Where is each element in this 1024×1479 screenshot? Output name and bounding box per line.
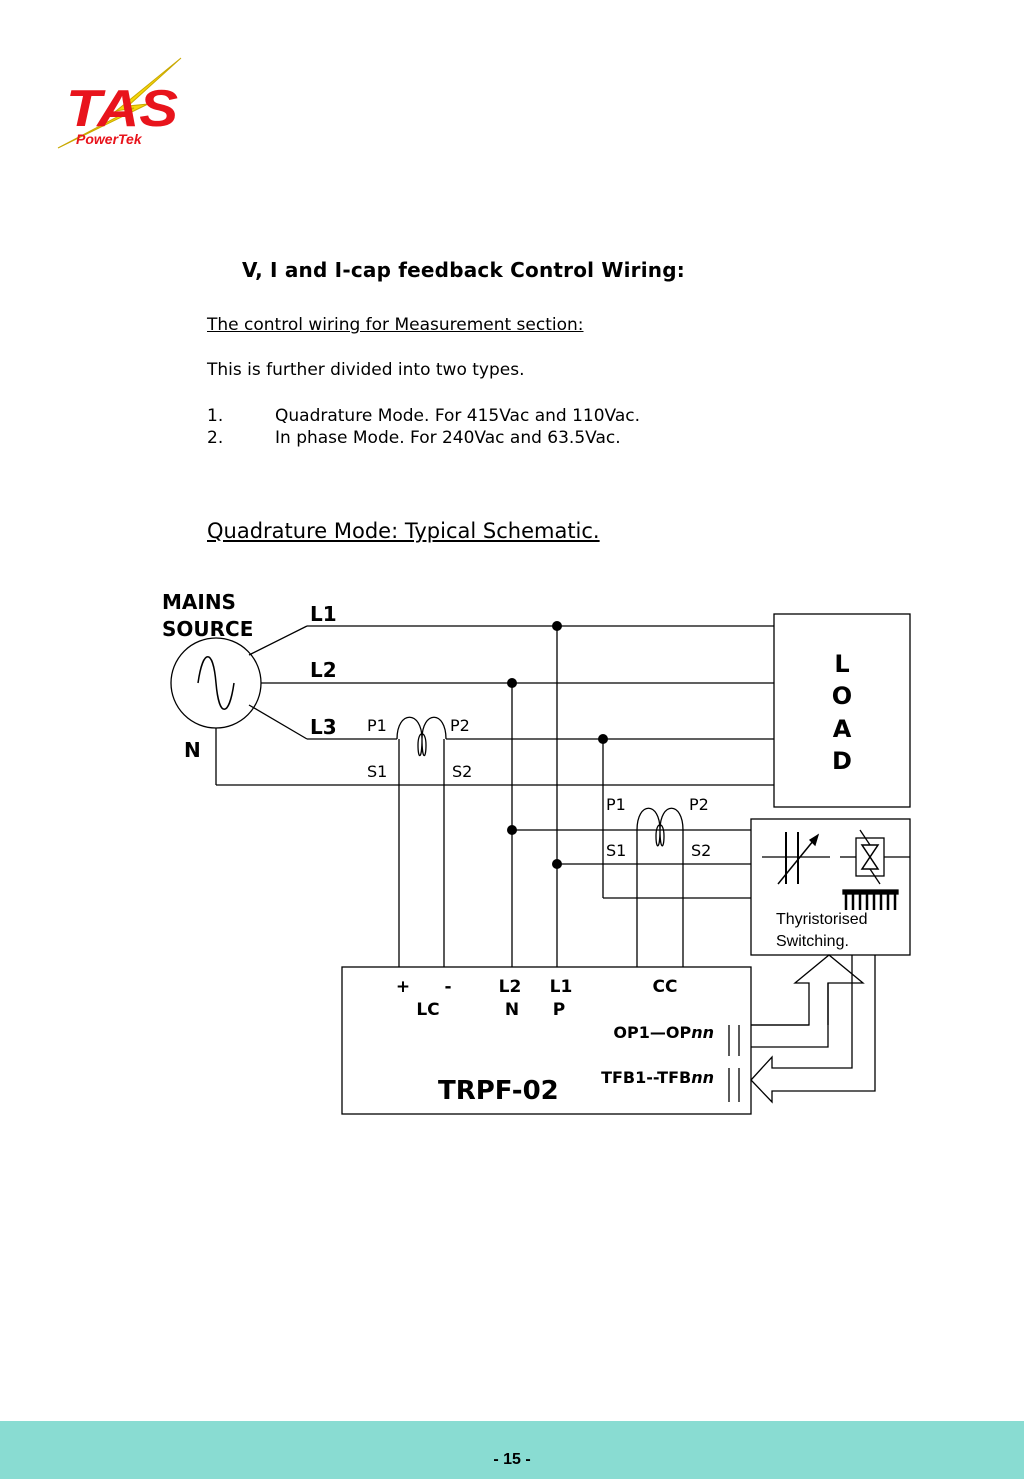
phase-label-l2: L2 xyxy=(310,658,337,682)
terminal-n: N xyxy=(505,1000,519,1020)
tfb-terminal-label: TFB1--TFBnn xyxy=(601,1068,714,1087)
logo-brand: TAS xyxy=(66,80,178,138)
logo-sub: PowerTek xyxy=(76,131,143,147)
list-item-number: 1. xyxy=(207,406,224,426)
phase-label-l1: L1 xyxy=(310,602,337,626)
list-item-text: Quadrature Mode. For 415Vac and 110Vac. xyxy=(275,406,641,426)
list-item-text: In phase Mode. For 240Vac and 63.5Vac. xyxy=(275,428,621,448)
page-heading: V, I and I-cap feedback Control Wiring: xyxy=(242,258,685,282)
controller-box xyxy=(341,966,752,1115)
ct1-p2: P2 xyxy=(450,716,470,735)
intro-text: This is further divided into two types. xyxy=(207,360,525,380)
feedback-arrow xyxy=(750,955,876,1104)
output-arrow xyxy=(751,954,865,1026)
ct2-p1: P1 xyxy=(606,795,626,814)
mains-label: MAINS xyxy=(162,590,236,614)
page-number: - 15 - xyxy=(493,1451,531,1468)
ct2-p2: P2 xyxy=(689,795,709,814)
terminal-l1: L1 xyxy=(550,977,573,997)
controller-model: TRPF-02 xyxy=(438,1076,559,1106)
ct1-s2: S2 xyxy=(452,762,472,781)
current-transformer-ct1 xyxy=(396,716,447,757)
terminal-cc: CC xyxy=(653,977,678,997)
tas-powertek-logo: TAS PowerTek xyxy=(57,57,182,149)
terminal-l2: L2 xyxy=(499,977,522,997)
op-terminal-label: OP1—OPnn xyxy=(613,1023,714,1042)
ct2-s1: S1 xyxy=(606,841,626,860)
switching-label-line1: Thyristorised xyxy=(776,911,868,928)
load-letter: O xyxy=(832,682,852,710)
load-letter: L xyxy=(834,650,849,678)
terminal-minus: - xyxy=(444,977,451,997)
terminal-plus: + xyxy=(396,977,410,997)
lightning-bolt-icon xyxy=(57,57,182,149)
ct2-s2: S2 xyxy=(691,841,711,860)
schematic-title: Quadrature Mode: Typical Schematic. xyxy=(207,519,600,543)
source-label: SOURCE xyxy=(162,617,253,641)
phase-label-l3: L3 xyxy=(310,715,337,739)
thyristor-switching-box xyxy=(750,818,911,956)
sine-wave xyxy=(197,656,235,710)
load-letter: A xyxy=(833,715,852,743)
ct1-s1: S1 xyxy=(367,762,387,781)
load-box xyxy=(773,613,911,808)
ct1-p1: P1 xyxy=(367,716,387,735)
page-footer: - 15 - xyxy=(0,1421,1024,1479)
neutral-label: N xyxy=(184,738,201,762)
terminal-lc: LC xyxy=(416,1000,439,1020)
list-item-number: 2. xyxy=(207,428,224,448)
terminal-p: P xyxy=(553,1000,565,1020)
load-letter: D xyxy=(832,747,852,775)
section-title: The control wiring for Measurement secti… xyxy=(207,315,584,335)
switching-label-line2: Switching. xyxy=(776,933,849,950)
current-transformer-ct2 xyxy=(636,807,684,847)
